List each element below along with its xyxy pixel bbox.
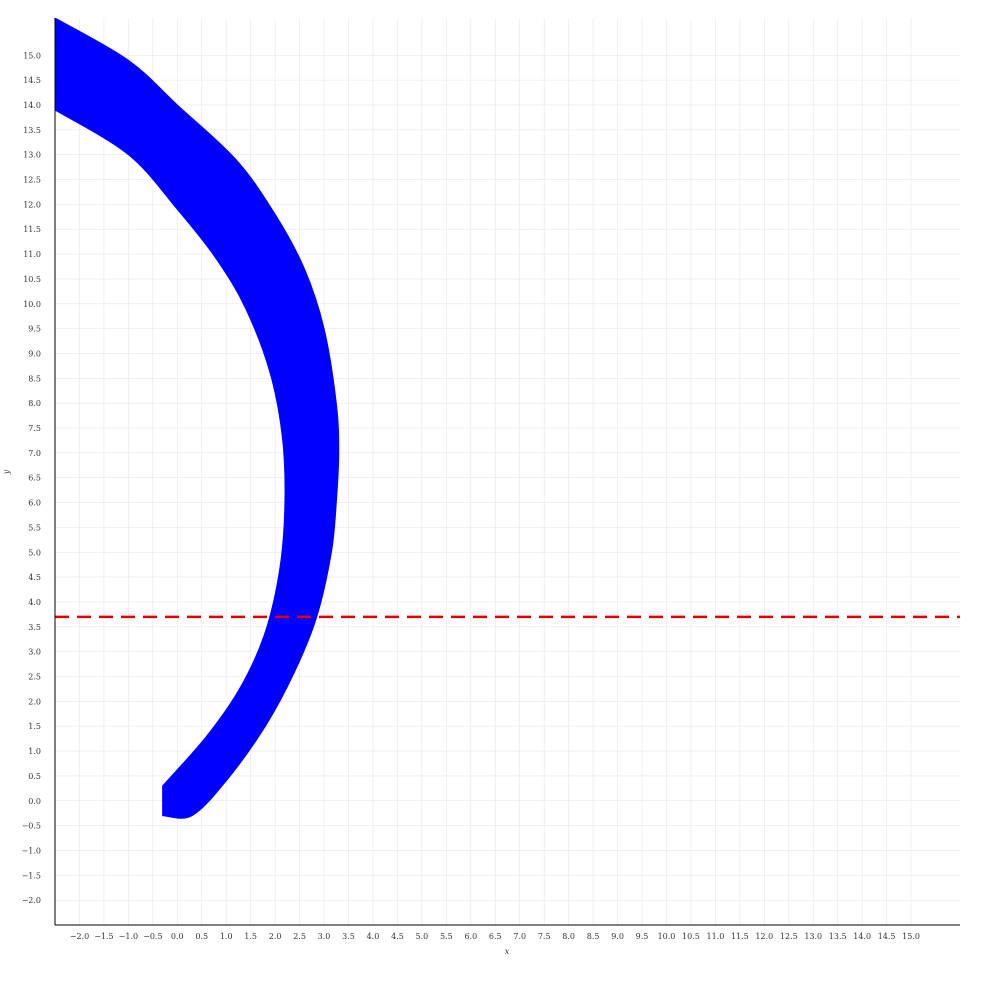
y-tick-label: 4.5	[28, 573, 41, 582]
x-tick-label: 8.0	[562, 932, 575, 941]
x-tick-label: 1.5	[244, 932, 257, 941]
y-tick-label: 0.5	[28, 772, 41, 781]
x-tick-label: 4.5	[391, 932, 404, 941]
x-tick-label: 7.0	[513, 932, 526, 941]
x-tick-label: 5.5	[440, 932, 453, 941]
x-tick-label: 0.0	[171, 932, 184, 941]
x-tick-label: 2.0	[269, 932, 282, 941]
y-tick-label: 5.5	[28, 523, 41, 532]
y-tick-label: 1.5	[28, 722, 41, 731]
y-tick-label: −1.5	[22, 871, 41, 880]
y-tick-label: 8.5	[28, 374, 41, 383]
x-tick-label: −1.5	[94, 932, 113, 941]
x-tick-label: 12.0	[755, 932, 773, 941]
y-tick-label: 14.0	[23, 101, 41, 110]
x-tick-label: 9.0	[611, 932, 624, 941]
y-tick-label: 13.0	[23, 151, 41, 160]
x-tick-label: 5.0	[416, 932, 429, 941]
y-tick-label: 11.5	[23, 225, 41, 234]
x-tick-label: 10.5	[682, 932, 700, 941]
x-tick-label: 9.5	[636, 932, 649, 941]
y-tick-label: 15.0	[23, 51, 41, 60]
x-tick-label: 13.0	[804, 932, 822, 941]
y-tick-label: 1.0	[28, 747, 41, 756]
y-tick-label: 3.0	[28, 648, 41, 657]
y-tick-label: 9.5	[28, 325, 41, 334]
x-tick-label: 0.5	[195, 932, 208, 941]
x-tick-label: 3.5	[342, 932, 355, 941]
y-tick-label: 11.0	[23, 250, 41, 259]
x-tick-label: 1.0	[220, 932, 233, 941]
y-tick-label: −0.5	[22, 822, 41, 831]
y-tick-label: 6.0	[28, 499, 41, 508]
x-tick-label: −0.5	[143, 932, 162, 941]
y-tick-label: 2.0	[28, 697, 41, 706]
series-layer	[55, 18, 960, 819]
x-tick-label: 4.0	[367, 932, 380, 941]
x-tick-label: 12.5	[780, 932, 798, 941]
y-tick-label: −2.0	[22, 896, 41, 905]
y-tick-label: 2.5	[28, 673, 41, 682]
band-area	[55, 18, 340, 819]
x-tick-label: 14.5	[878, 932, 896, 941]
y-tick-label: 6.5	[28, 474, 41, 483]
y-tick-label: 12.0	[23, 200, 41, 209]
axes	[54, 18, 960, 926]
x-tick-label: 10.0	[658, 932, 676, 941]
y-tick-label: 14.5	[23, 76, 41, 85]
y-axis-label: y	[2, 469, 11, 475]
y-tick-label: 10.0	[23, 300, 41, 309]
x-tick-label: 3.0	[318, 932, 331, 941]
tick-labels: −2.0 −1.5 −1.0 −0.5 0.0 0.5 1.0 1.5 2.0 2.5 3.0 3.5…	[22, 51, 920, 941]
y-tick-label: 9.0	[28, 349, 41, 358]
y-tick-label: 0.0	[28, 797, 41, 806]
x-tick-label: 11.0	[706, 932, 724, 941]
x-tick-label: 14.0	[853, 932, 871, 941]
x-tick-label: 2.5	[293, 932, 306, 941]
x-tick-label: 6.5	[489, 932, 502, 941]
y-tick-label: −1.0	[22, 846, 41, 855]
y-tick-label: 7.0	[28, 449, 41, 458]
x-tick-label: 13.5	[829, 932, 847, 941]
y-tick-label: 10.5	[23, 275, 41, 284]
y-tick-label: 7.5	[28, 424, 41, 433]
y-tick-label: 12.5	[23, 176, 41, 185]
x-tick-label: 11.5	[731, 932, 749, 941]
y-tick-label: 8.0	[28, 399, 41, 408]
x-tick-label: 8.5	[587, 932, 600, 941]
x-tick-label: −1.0	[119, 932, 138, 941]
y-tick-label: 13.5	[23, 126, 41, 135]
y-tick-label: 3.5	[28, 623, 41, 632]
x-tick-label: 6.0	[464, 932, 477, 941]
x-axis-label: x	[505, 947, 510, 956]
x-tick-label: −2.0	[70, 932, 89, 941]
x-tick-label: 15.0	[902, 932, 920, 941]
x-tick-label: 7.5	[538, 932, 551, 941]
y-tick-label: 5.0	[28, 548, 41, 557]
y-tick-label: 4.0	[28, 598, 41, 607]
